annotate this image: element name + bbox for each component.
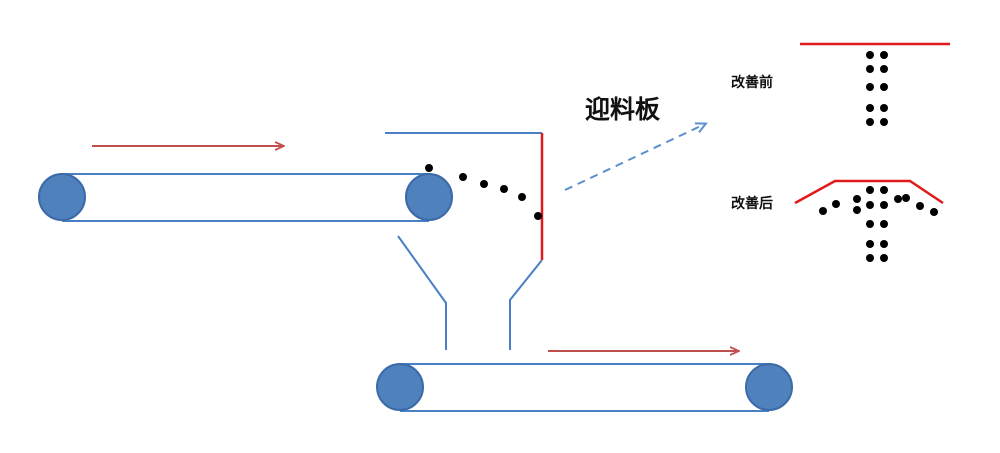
after-dot-spread <box>819 186 938 262</box>
material-trajectory <box>425 164 542 220</box>
upper-right-roller <box>405 173 453 221</box>
material-dot <box>480 180 488 188</box>
callout-arrow <box>564 124 705 191</box>
upper-left-roller <box>38 173 86 221</box>
after-improvement-label: 改善后 <box>731 196 773 212</box>
lower-right-roller <box>745 363 793 411</box>
lower-conveyor <box>376 363 793 412</box>
chute-hood <box>385 132 544 350</box>
before-improvement-label: 改善前 <box>731 75 773 91</box>
chute-left-wall <box>397 235 447 350</box>
lower-left-roller <box>376 363 424 411</box>
material-dot <box>518 193 526 201</box>
before-dot-column <box>866 51 888 126</box>
material-dot <box>459 173 467 181</box>
chute-right-wall <box>509 259 543 350</box>
before-detail <box>800 42 950 126</box>
guide-plate-label: 迎料板 <box>585 95 661 124</box>
after-detail <box>794 179 944 262</box>
material-dot <box>534 212 542 220</box>
material-dot <box>425 164 433 172</box>
material-dot <box>500 185 508 193</box>
upper-conveyor <box>38 173 453 222</box>
after-guide-plate <box>794 179 944 205</box>
